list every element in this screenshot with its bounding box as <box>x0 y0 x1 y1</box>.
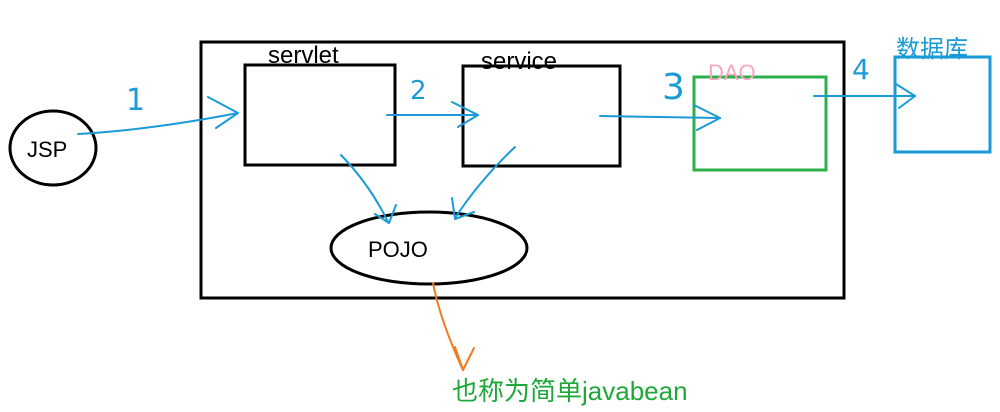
outer-container-box <box>199 40 846 300</box>
dao-box <box>692 75 828 172</box>
service-label: service <box>481 48 558 75</box>
step-number-3: 3 <box>662 67 685 108</box>
arrow-servlet-to-pojo <box>340 154 397 224</box>
arrow-dao-to-database <box>813 83 916 109</box>
step-number-2: 2 <box>410 76 427 106</box>
arrow-pojo-to-note <box>432 282 475 371</box>
jsp-label: JSP <box>27 137 68 162</box>
pojo-label: POJO <box>368 237 428 262</box>
jsp-ellipse <box>8 109 98 187</box>
arrow-jsp-to-servlet <box>77 96 239 135</box>
servlet-label: servlet <box>268 42 339 69</box>
step-number-4: 4 <box>852 53 870 86</box>
servlet-box <box>243 63 397 167</box>
arrow-service-to-pojo <box>451 146 516 220</box>
pojo-ellipse <box>329 210 529 286</box>
arrow-service-to-dao <box>599 104 721 131</box>
dao-label: DAO <box>708 60 756 85</box>
step-number-1: 1 <box>126 83 146 118</box>
javabean-note: 也称为简单javabean <box>452 376 688 406</box>
database-box <box>893 55 992 154</box>
service-box <box>461 64 622 168</box>
arrow-servlet-to-service <box>386 101 479 128</box>
database-label: 数据库 <box>896 36 968 63</box>
